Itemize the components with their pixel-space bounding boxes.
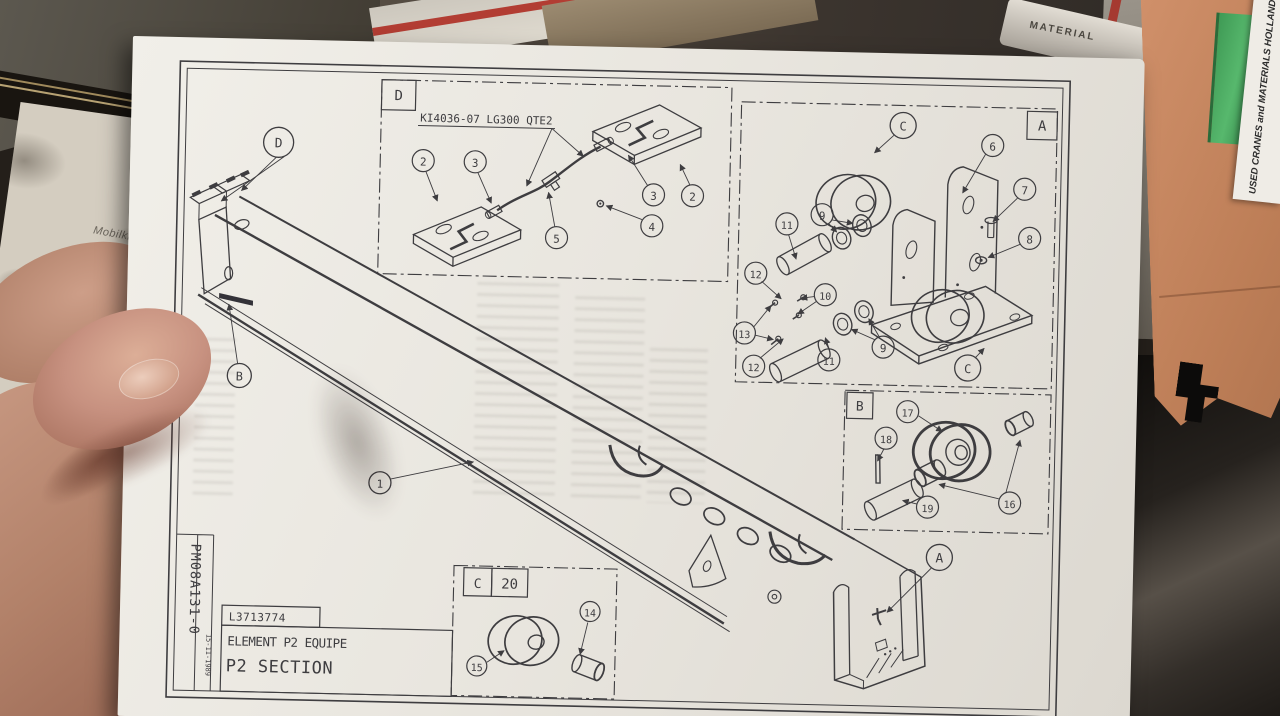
kit-label: KI4036-07 LG300 QTE2 — [420, 112, 553, 128]
callout-14: 14 — [584, 608, 596, 619]
materials-roll-label: MATERIAL — [1028, 19, 1097, 44]
detail-view-c: C 20 15 14 — [450, 564, 618, 700]
callout-17: 17 — [901, 409, 913, 420]
envelope-crease — [1159, 280, 1280, 298]
doc-number: L3713774 — [229, 610, 286, 624]
detail-a-label: A — [1038, 119, 1047, 135]
callout-19: 19 — [921, 504, 933, 515]
callout-1: 1 — [376, 478, 383, 491]
callout-C: C — [964, 362, 972, 376]
detail-d-label: D — [394, 88, 403, 104]
callout-11: 11 — [781, 221, 793, 232]
callout-6: 6 — [989, 140, 996, 153]
detail-c-qty: 20 — [501, 576, 518, 592]
callout-3: 3 — [472, 157, 479, 170]
detail-view-a: A — [732, 101, 1059, 390]
detail-view-d: D KI4036-07 LG300 QTE2 — [377, 79, 733, 283]
main-callouts: D B 1 A — [220, 126, 954, 613]
callout-13: 13 — [738, 330, 750, 341]
callout-4: 4 — [648, 221, 655, 234]
callout-8: 8 — [1026, 233, 1033, 246]
drawing-title-fr: ELEMENT P2 EQUIPE — [227, 633, 347, 651]
callout-16: 16 — [1003, 500, 1015, 511]
callout-3: 3 — [650, 190, 657, 203]
callout-7: 7 — [1021, 184, 1028, 197]
callout-5: 5 — [553, 233, 560, 246]
callout-18: 18 — [880, 435, 892, 446]
callout-12: 12 — [747, 363, 759, 374]
callout-15: 15 — [471, 663, 483, 674]
main-boom-view — [189, 169, 926, 690]
sheet-code: PM08A131-0 — [185, 543, 203, 635]
callout-12: 12 — [750, 270, 762, 281]
callout-2: 2 — [420, 156, 427, 169]
callout-B: B — [236, 369, 244, 383]
callout-9: 9 — [880, 342, 887, 355]
side-sticker-text: USED CRANES and MATERIALS HOLLAND — [1247, 0, 1279, 195]
drawing-title-en: P2 SECTION — [225, 656, 333, 678]
callout-2: 2 — [689, 191, 696, 204]
callout-C: C — [899, 119, 907, 133]
callout-9: 9 — [819, 210, 826, 223]
margin-strip: PM08A131-0 15-11-1989 — [176, 533, 215, 691]
technical-drawing: PM08A131-0 15-11-1989 L3713774 ELEMENT P… — [165, 60, 1072, 716]
detail-b-label: B — [856, 399, 864, 414]
callout-10: 10 — [819, 292, 831, 303]
callout-D: D — [275, 136, 283, 151]
grease-fittings — [767, 294, 807, 346]
callout-11: 11 — [823, 357, 835, 368]
detail-c-label: C — [474, 577, 482, 592]
callout-A: A — [935, 551, 943, 566]
sheet-date: 15-11-1989 — [204, 634, 213, 676]
detail-view-b: B — [841, 389, 1052, 535]
drawing-sheet: PM08A131-0 15-11-1989 L3713774 ELEMENT P… — [117, 36, 1145, 716]
title-block: L3713774 ELEMENT P2 EQUIPE P2 SECTION — [219, 604, 454, 698]
